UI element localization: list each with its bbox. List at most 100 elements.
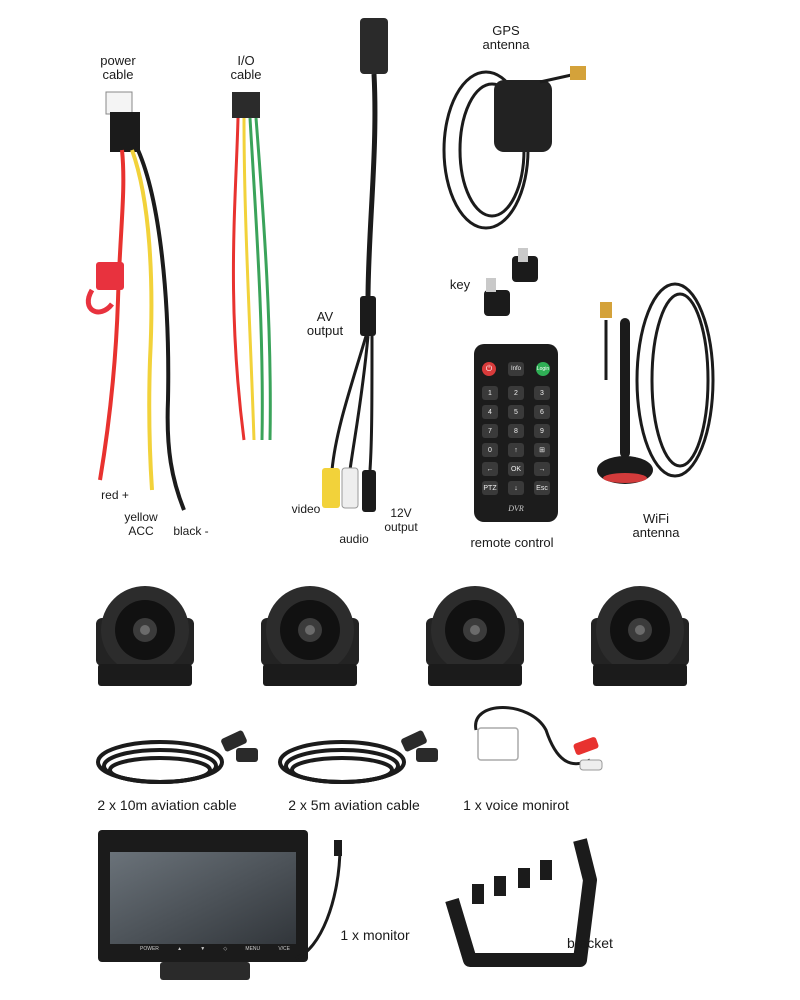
remote-brand: DVR	[508, 504, 524, 513]
remote-key: 4	[482, 405, 498, 419]
remote-key: 3	[534, 386, 550, 400]
io-wire-red	[231, 117, 246, 441]
label-line: power	[100, 53, 136, 68]
yellow-wire	[130, 149, 154, 491]
power-lead	[368, 335, 374, 471]
remote-ok-key: OK	[508, 462, 524, 476]
monitor-device	[98, 830, 342, 980]
aviation-5m-label: 2 x 5m aviation cable	[288, 797, 420, 813]
remote-key: 6	[534, 405, 550, 419]
gps-antenna	[442, 66, 586, 230]
label-line: GPS	[492, 23, 520, 38]
power-cable-label: power cable	[88, 54, 148, 82]
gps-antenna-label: GPS antenna	[476, 24, 536, 52]
black-wire-label: black -	[173, 524, 209, 538]
output-12v-label: 12V output	[378, 506, 424, 534]
io-wire-yellow	[242, 117, 256, 441]
camera	[591, 586, 689, 686]
monitor-button-strip: POWER ▲ ▼ ◇ MENU V/CE	[140, 946, 290, 952]
io-wire-green-2	[254, 117, 272, 441]
remote-key: 1	[482, 386, 498, 400]
remote-key: 9	[534, 424, 550, 438]
av-output-label: AV output	[300, 310, 350, 338]
av-output-cable	[322, 18, 388, 512]
label-line: yellow	[124, 510, 158, 524]
audio-label: audio	[339, 532, 369, 546]
monitor-down-button: ▼	[200, 946, 206, 952]
remote-key: 2	[508, 386, 524, 400]
label-line: cable	[230, 67, 262, 82]
remote-key: 5	[508, 405, 524, 419]
audio-rca-plug	[341, 467, 359, 509]
aviation-cable-10m	[96, 730, 258, 784]
remote-ptz-key: PTZ	[482, 481, 498, 495]
keys	[484, 248, 538, 316]
remote-down-key: ↓	[508, 481, 524, 495]
gps-puck	[494, 80, 552, 152]
bracket-device	[445, 838, 597, 967]
aviation-10m-label: 2 x 10m aviation cable	[97, 797, 237, 813]
label-line: I/O	[237, 53, 255, 68]
remote-esc-key: Esc	[534, 481, 550, 495]
monitor-label: 1 x monitor	[340, 927, 410, 943]
video-rca-plug	[322, 468, 340, 508]
remote-right-key: →	[534, 462, 550, 476]
power-cable	[85, 91, 186, 511]
label-line: output	[306, 323, 344, 338]
monitor-up-button: ▲	[177, 946, 183, 952]
audio-lead	[348, 335, 370, 471]
power-connector	[105, 91, 133, 115]
io-cable	[231, 92, 272, 441]
fuse-cap	[85, 288, 114, 315]
wifi-antenna	[597, 282, 715, 484]
remote-login-key: Login	[536, 362, 550, 376]
monitor-power-button: POWER	[140, 946, 159, 952]
video-label: video	[291, 502, 321, 516]
av-main-cable	[365, 73, 378, 301]
label-line: 12V	[390, 506, 412, 520]
voice-monitor-device	[474, 706, 603, 771]
label-line: antenna	[482, 37, 530, 52]
remote-key: 0	[482, 443, 498, 457]
remote-up-key: ↑	[508, 443, 524, 457]
av-connector	[360, 18, 388, 74]
wifi-antenna-label: WiFi antenna	[626, 512, 686, 540]
black-wire	[136, 149, 186, 511]
label-line: cable	[102, 67, 134, 82]
label-line: ACC	[128, 524, 154, 538]
dc-plug	[362, 470, 376, 512]
wifi-cable-coil	[635, 282, 715, 478]
monitor-source-button: ◇	[223, 946, 228, 952]
power-connector-housing	[110, 112, 140, 152]
remote-keypad: 1 2 3 4 5 6 7 8 9 0 ↑ ⊞ ← OK → PTZ ↓ Esc	[482, 386, 550, 495]
av-splitter	[360, 296, 376, 336]
io-cable-label: I/O cable	[216, 54, 276, 82]
wifi-sma-connector	[600, 302, 612, 318]
remote-power-key: ⏻	[482, 362, 496, 376]
io-connector	[232, 92, 260, 118]
red-wire	[98, 149, 126, 481]
label-line: WiFi	[643, 511, 669, 526]
remote-key: 7	[482, 424, 498, 438]
camera	[426, 586, 524, 686]
io-wire-green-1	[248, 117, 264, 441]
monitor-vce-button: V/CE	[278, 946, 290, 952]
aviation-cable-5m	[278, 730, 438, 784]
wifi-whip	[620, 318, 630, 458]
yellow-acc-label: yellow ACC	[116, 510, 166, 538]
remote-info-key: Info	[508, 362, 524, 376]
video-lead	[330, 335, 368, 471]
camera	[261, 586, 359, 686]
key-label: key	[449, 277, 471, 292]
label-line: output	[384, 520, 418, 534]
remote-control: ⏻ Info Login 1 2 3 4 5 6 7 8 9 0 ↑ ⊞ ← O…	[474, 344, 558, 522]
voice-monitor-label: 1 x voice monirot	[463, 797, 569, 813]
remote-key: 8	[508, 424, 524, 438]
red-wire-label: red +	[101, 488, 129, 502]
remote-left-key: ←	[482, 462, 498, 476]
gps-sma-connector	[570, 66, 586, 80]
remote-grid-key: ⊞	[534, 443, 550, 457]
remote-control-label: remote control	[470, 535, 554, 550]
monitor-menu-button: MENU	[245, 946, 261, 952]
